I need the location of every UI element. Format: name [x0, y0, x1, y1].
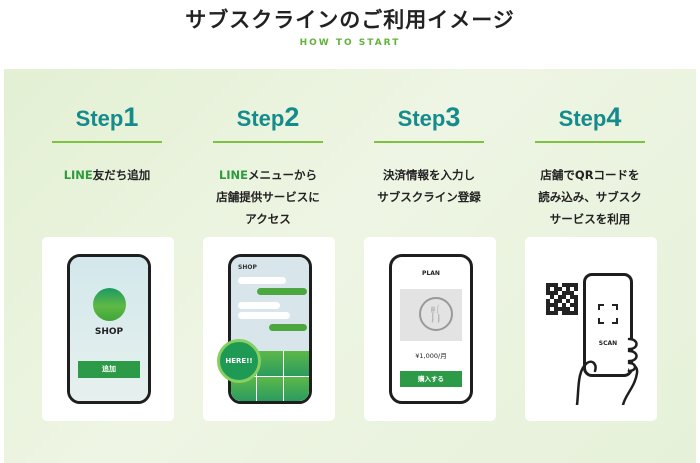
step-4-description: 店舗でQRコードを 読み込み、サブスク サービスを利用 [517, 164, 663, 230]
step-text-line2: サブスクライン登録 [377, 190, 481, 204]
step-3-card: PLAN 🍴 ¥1,000/月 購入する [364, 237, 496, 421]
step-4-card: SCAN [525, 237, 657, 421]
chat-bubble [238, 302, 280, 309]
shop-name: SHOP [94, 327, 124, 337]
hand-icon [575, 337, 639, 405]
phone-illustration: SCAN [583, 273, 633, 377]
chat-bubble [269, 324, 307, 331]
rich-menu-tile[interactable] [283, 376, 309, 401]
step-label: Step [236, 106, 285, 131]
step-3: Step3 決済情報を入力し サブスクライン登録 PLAN 🍴 ¥1,000/月… [362, 69, 496, 463]
step-divider [374, 141, 484, 143]
shop-logo-icon [93, 288, 126, 321]
step-1: Step1 LINE友だち追加 SHOP 追加 [40, 69, 174, 463]
plan-price: ¥1,000/月 [415, 352, 447, 360]
rich-menu-tile[interactable] [257, 351, 283, 376]
step-3-description: 決済情報を入力し サブスクライン登録 [356, 164, 502, 208]
scan-frame-icon [598, 304, 618, 324]
page-title: サブスクラインのご利用イメージ [185, 8, 515, 32]
step-number: 1 [123, 102, 139, 132]
step-2-description: LINEメニューから 店舗提供サービスに アクセス [195, 164, 341, 230]
chat-bubble [257, 288, 307, 295]
step-label: Step [75, 106, 124, 131]
step-number: 2 [284, 102, 300, 132]
rich-menu-tile[interactable] [257, 376, 283, 401]
step-text-line2: 店舗提供サービスに [216, 190, 320, 204]
purchase-button[interactable]: 購入する [400, 371, 462, 387]
line-highlight: LINE [218, 168, 249, 182]
step-2: Step2 LINEメニューから 店舗提供サービスに アクセス SHOP HER [201, 69, 335, 463]
step-text-line1: 店舗でQRコードを [540, 168, 640, 182]
add-friend-button[interactable]: 追加 [78, 361, 140, 378]
plan-label: PLAN [422, 270, 440, 277]
step-1-card: SHOP 追加 [42, 237, 174, 421]
step-text-line3: アクセス [245, 212, 291, 226]
step-2-card: SHOP HERE!! [203, 237, 335, 421]
step-text-line1: メニューから [248, 168, 318, 182]
step-4: Step4 店舗でQRコードを 読み込み、サブスク サービスを利用 [523, 69, 657, 463]
step-1-title: Step1 [40, 102, 174, 133]
scan-label: SCAN [598, 340, 618, 347]
step-divider [535, 141, 645, 143]
step-text-line1: 友だち追加 [92, 168, 151, 182]
step-divider [52, 141, 162, 143]
step-label: Step [397, 106, 446, 131]
fork-knife-icon: 🍴 [419, 297, 453, 331]
steps-panel: Step1 LINE友だち追加 SHOP 追加 Step2 LINEメニューから… [4, 69, 696, 463]
step-text-line2: 読み込み、サブスク [538, 190, 642, 204]
step-number: 3 [445, 102, 461, 132]
rich-menu-tile[interactable] [283, 351, 309, 376]
step-1-description: LINE友だち追加 [34, 164, 180, 186]
page-subtitle: HOW TO START [299, 38, 401, 48]
step-divider [213, 141, 323, 143]
chat-bubble [238, 312, 290, 319]
step-4-title: Step4 [523, 102, 657, 133]
step-3-title: Step3 [362, 102, 496, 133]
phone-illustration: SHOP 追加 [67, 254, 151, 404]
step-label: Step [558, 106, 607, 131]
step-number: 4 [606, 102, 622, 132]
phone-illustration: PLAN 🍴 ¥1,000/月 購入する [389, 254, 473, 404]
plan-image: 🍴 [400, 289, 462, 341]
step-2-title: Step2 [201, 102, 335, 133]
step-text-line1: 決済情報を入力し [383, 168, 475, 182]
shop-name: SHOP [238, 264, 257, 271]
chat-bubble [238, 277, 286, 284]
qr-code-icon [546, 283, 578, 315]
step-text-line3: サービスを利用 [549, 212, 631, 226]
here-badge: HERE!! [217, 339, 261, 383]
line-highlight: LINE [63, 168, 93, 182]
